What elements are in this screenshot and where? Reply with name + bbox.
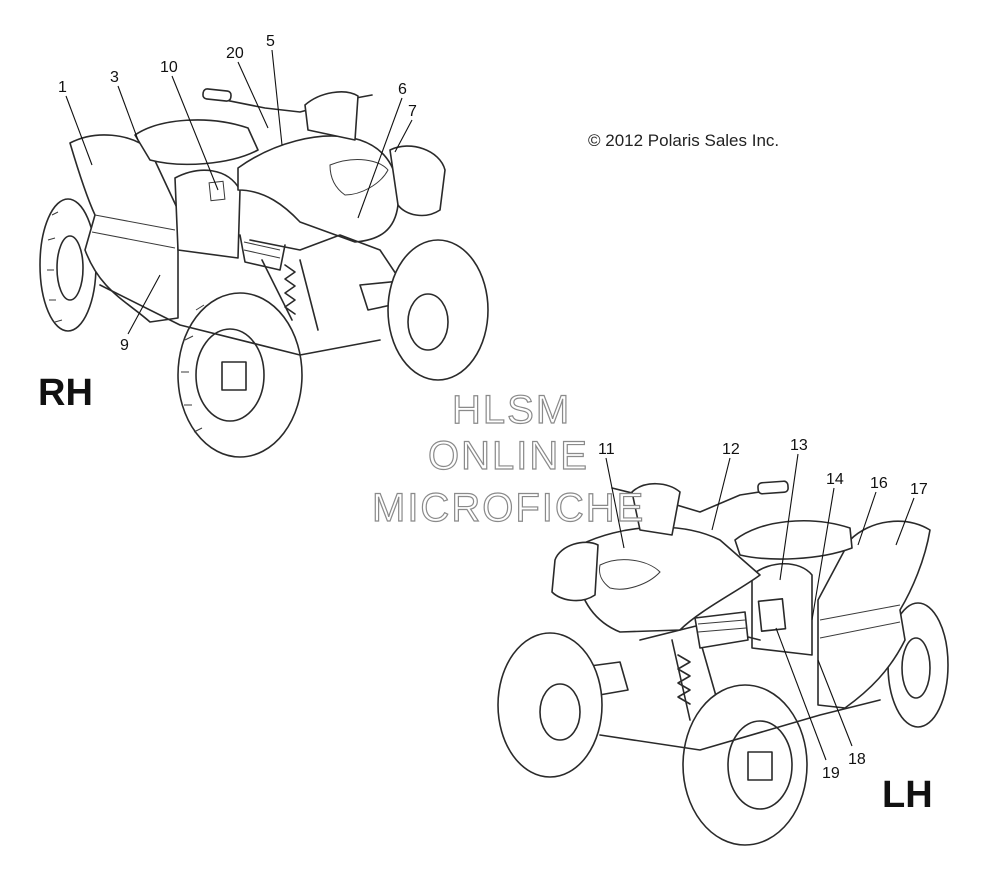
callout-9: 9 (120, 337, 129, 354)
callout-12: 12 (722, 441, 740, 458)
callout-1: 1 (58, 79, 67, 96)
callout-11: 11 (598, 441, 615, 458)
callout-3: 3 (110, 69, 119, 86)
watermark-line-1: HLSM (451, 388, 572, 432)
lh-warning-decal (757, 598, 787, 632)
rh-far-front-tire (387, 239, 489, 381)
lh-side-panel (751, 563, 813, 656)
lh-seat (734, 520, 853, 560)
callout-16: 16 (870, 475, 888, 492)
rh-side-panel (174, 169, 241, 259)
rh-front-fender (237, 135, 400, 243)
callout-20: 20 (226, 45, 244, 62)
callout-5: 5 (266, 33, 275, 50)
copyright-notice: © 2012 Polaris Sales Inc. (588, 131, 780, 150)
rh-rear-tire (39, 198, 97, 332)
right-hand-view-label: RH (38, 372, 93, 414)
callout-6: 6 (398, 81, 407, 98)
callout-14: 14 (826, 471, 844, 488)
rh-headlight-pod (389, 145, 446, 217)
callout-19: 19 (822, 765, 840, 782)
lh-headlight-pod (551, 541, 599, 602)
callout-17: 17 (910, 481, 928, 498)
rh-seat (134, 119, 259, 166)
callout-13: 13 (790, 437, 808, 454)
lh-far-front-tire (497, 632, 603, 778)
lh-front-tire (682, 684, 808, 846)
watermark-line-3: MICROFICHE (371, 486, 646, 530)
atv-left-side-view (497, 480, 949, 846)
callout-10: 10 (160, 59, 178, 76)
lh-callouts: 11 12 13 14 16 17 18 19 (598, 437, 928, 782)
watermark-line-2: ONLINE (427, 434, 589, 478)
left-hand-view-label: LH (882, 774, 933, 816)
atv-right-side-view (39, 88, 489, 458)
rh-front-tire (177, 292, 303, 458)
lh-rear-fender (817, 520, 931, 709)
callout-7: 7 (408, 103, 417, 120)
rh-rear-fender (69, 134, 179, 323)
callout-18: 18 (848, 751, 866, 768)
rh-callouts: 1 3 10 20 5 6 7 9 (58, 33, 417, 354)
